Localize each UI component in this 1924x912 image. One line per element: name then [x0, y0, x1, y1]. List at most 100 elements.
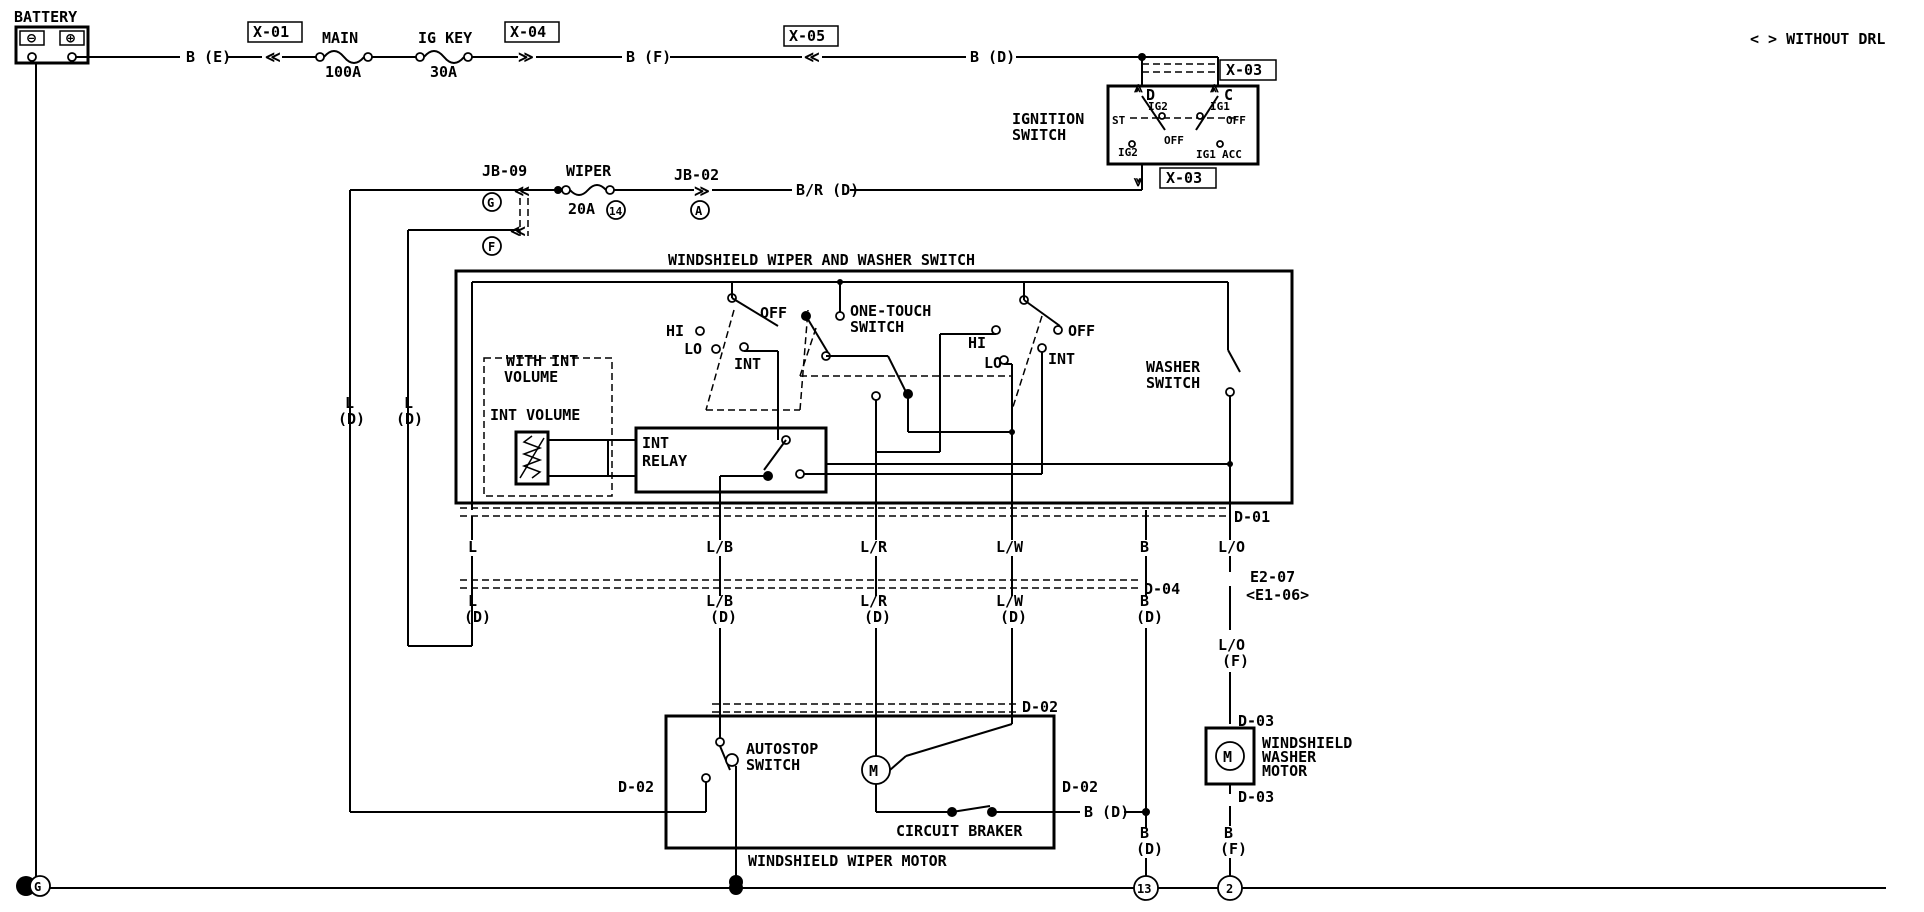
wire-b-ground-2-suffix: (F)	[1220, 840, 1247, 858]
sw-off-right: OFF	[1068, 322, 1095, 340]
washer-switch-label-1: WASHER	[1146, 358, 1201, 376]
sw-int-left: INT	[734, 355, 761, 373]
wire-cb-out: B (D)	[1084, 803, 1129, 821]
wire-lb-lower: L/B	[706, 592, 733, 610]
wire-l-left-2: L	[404, 394, 413, 412]
wiper-motor-symbol: M	[869, 762, 878, 780]
wire-l-left-1: L	[345, 394, 354, 412]
wire-l-left-2-suffix: (D)	[396, 410, 423, 428]
wire-lw-lower: L/W	[996, 592, 1024, 610]
sw-off-left: OFF	[760, 304, 787, 322]
battery: BATTERY ⊖ ⊕	[14, 8, 90, 65]
connector-d02-top: D-02	[1022, 698, 1058, 716]
ign-pin-d: D	[1146, 86, 1155, 104]
one-touch-label-2: SWITCH	[850, 318, 904, 336]
ignition-switch: IGNITION SWITCH D C ST IG2 OFF IG2 IG1 O…	[1012, 84, 1260, 190]
legend-without-drl: < > WITHOUT DRL	[1750, 30, 1885, 48]
fuse-igkey-name: IG KEY	[418, 29, 472, 47]
wire-battery-out: B (E)	[186, 48, 231, 66]
wire-l-left-1-suffix: (D)	[338, 410, 365, 428]
sw-int-right: INT	[1048, 350, 1075, 368]
with-int-label-1: WITH INT	[506, 352, 578, 370]
int-relay-label-2: RELAY	[642, 452, 687, 470]
connector-arrow-icon: ≪	[514, 182, 530, 200]
battery-plus-icon: ⊕	[66, 29, 75, 47]
washer-motor: M WINDSHIELD WASHER MOTOR D-03 B (F) B (…	[1136, 726, 1352, 876]
washer-motor-label-2: WASHER	[1262, 748, 1317, 766]
connector-jb09: JB-09	[482, 162, 527, 180]
battery-label: BATTERY	[14, 8, 77, 26]
jb09-pin-f: F	[488, 240, 495, 254]
autostop-label-2: SWITCH	[746, 756, 800, 774]
connector-d04: D-04	[1144, 580, 1180, 598]
connector-arrow-icon: ≫	[694, 182, 710, 200]
wiper-feed: B/R (D) JB-02 ≫ A WIPER 20A 14 JB-09 ≪ G…	[338, 162, 1143, 813]
ign-term-ig1-high: IG1	[1210, 100, 1230, 113]
ground-2-label: 2	[1226, 882, 1233, 896]
jb02-pin-a: A	[695, 204, 703, 218]
sw-hi-left: HI	[666, 322, 684, 340]
connector-e1-06: <E1-06>	[1246, 586, 1309, 604]
connector-arrow-icon: ≪	[510, 222, 526, 240]
connector-d03-top: D-03	[1238, 712, 1274, 730]
ign-term-ig1-low: IG1	[1196, 148, 1216, 161]
ign-term-off-left: OFF	[1164, 134, 1184, 147]
wire-b-upper: B	[1140, 538, 1149, 556]
jb09-pin-g: G	[487, 196, 494, 210]
fuse-main-rating: 100A	[325, 63, 361, 81]
sw-lo-right: LO	[984, 354, 1002, 372]
washer-switch-label-2: SWITCH	[1146, 374, 1200, 392]
int-volume-label: INT VOLUME	[490, 406, 580, 424]
wire-b-ground-13: B	[1140, 824, 1149, 842]
breaker-label: CIRCUIT BRAKER	[896, 822, 1023, 840]
ign-label-1: IGNITION	[1012, 110, 1084, 128]
wire-to-ign: B (D)	[970, 48, 1015, 66]
wire-lo-lower: L/O	[1218, 636, 1245, 654]
wire-lo-lower-suffix: (F)	[1222, 652, 1249, 670]
wire-lb-lower-suffix: (D)	[710, 608, 737, 626]
connector-x04: X-04	[510, 23, 546, 41]
wire-lb-upper: L/B	[706, 538, 733, 556]
fuse-wiper-rating: 20A	[568, 200, 595, 218]
wire-b-ground-13-suffix: (D)	[1136, 840, 1163, 858]
wire-b-ground-2: B	[1224, 824, 1233, 842]
wire-wiper-feed: B/R (D)	[796, 181, 859, 199]
connector-d02-right: D-02	[1062, 778, 1098, 796]
wire-lw-upper: L/W	[996, 538, 1024, 556]
wire-b-lower: B	[1140, 592, 1149, 610]
washer-motor-label-1: WINDSHIELD	[1262, 734, 1352, 752]
washer-motor-symbol: M	[1223, 748, 1232, 766]
wire-l-top: L	[468, 538, 477, 556]
battery-minus-icon: ⊖	[27, 29, 36, 47]
ign-term-ig2-high: IG2	[1148, 100, 1168, 113]
connector-arrow-icon: ≪	[265, 48, 281, 66]
fuse-main-name: MAIN	[322, 29, 358, 47]
ground-g-label: G	[34, 880, 41, 894]
connector-d02-left: D-02	[618, 778, 654, 796]
connector-arrow-icon: ≫	[518, 48, 534, 66]
battery-feed-wires: B (E) ≪ X-01 MAIN 100A IG KEY 30A ≫ X-04…	[76, 21, 1277, 96]
washer-motor-label-3: MOTOR	[1262, 762, 1308, 780]
ground-13-label: 13	[1137, 882, 1151, 896]
wiper-motor: D-02 AUTOSTOP SWITCH D-02 M CIRCUIT BRAK…	[618, 698, 1150, 889]
ign-term-st: ST	[1112, 114, 1126, 127]
wire-lo-upper: L/O	[1218, 538, 1245, 556]
wire-lw-lower-suffix: (D)	[1000, 608, 1027, 626]
connector-x01: X-01	[253, 23, 289, 41]
ign-label-2: SWITCH	[1012, 126, 1066, 144]
wire-lr-upper: L/R	[860, 538, 888, 556]
connector-d03-bottom: D-03	[1238, 788, 1274, 806]
fuse-wiper-name: WIPER	[566, 162, 612, 180]
connector-e2-07: E2-07	[1250, 568, 1295, 586]
wire-l-lower-suffix: (D)	[464, 608, 491, 626]
wire-l-lower: L	[468, 592, 477, 610]
connector-arrow-icon: ≪	[804, 48, 820, 66]
wiper-switch-title: WINDSHIELD WIPER AND WASHER SWITCH	[668, 251, 975, 269]
fuse-wiper-number: 14	[609, 205, 623, 218]
autostop-label-1: AUTOSTOP	[746, 740, 818, 758]
connector-x03-top: X-03	[1226, 61, 1262, 79]
sw-lo-left: LO	[684, 340, 702, 358]
wiper-washer-switch: WINDSHIELD WIPER AND WASHER SWITCH WITH …	[454, 251, 1294, 510]
wire-b-lower-suffix: (D)	[1136, 608, 1163, 626]
